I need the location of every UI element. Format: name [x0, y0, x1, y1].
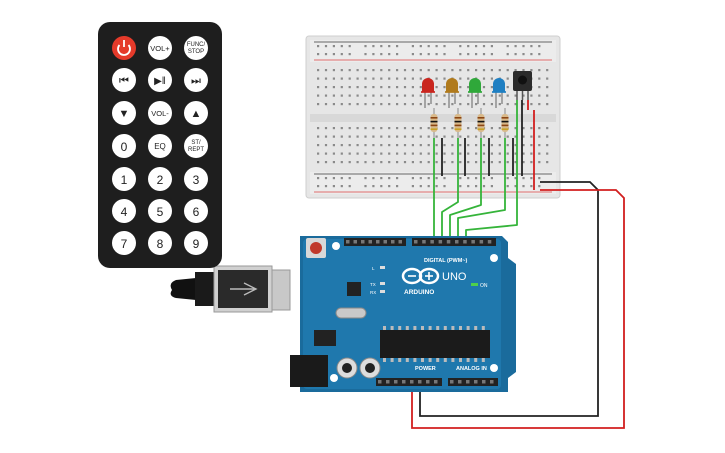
digit-7-button[interactable] [112, 231, 136, 255]
digit-6-button[interactable] [184, 199, 208, 223]
digit-7-label: 7 [121, 237, 128, 251]
led-3[interactable] [468, 78, 482, 108]
ir-remote[interactable]: VOL+ FUNC/ STOP ⏮ ▶‖ ⏭ ▼ VOL- ▲ 0 EQ ST/ [98, 22, 222, 268]
led-4[interactable] [492, 78, 506, 108]
vol-down-button[interactable] [148, 101, 172, 125]
digit-1-button[interactable] [112, 167, 136, 191]
arduino-logo [401, 267, 440, 285]
rx-label: RX [370, 290, 376, 295]
st-rept-label-2: REPT [188, 147, 204, 153]
led-2[interactable] [445, 78, 459, 108]
digit-3-button[interactable] [184, 167, 208, 191]
leds[interactable] [421, 78, 506, 108]
next-button[interactable] [184, 68, 208, 92]
st-rept-label-1: ST/ [191, 140, 201, 146]
down-button[interactable] [112, 101, 136, 125]
digit-0-label: 0 [121, 140, 128, 154]
up-button[interactable] [184, 101, 208, 125]
digit-5-button[interactable] [148, 199, 172, 223]
remote-buttons[interactable]: VOL+ FUNC/ STOP ⏮ ▶‖ ⏭ ▼ VOL- ▲ 0 EQ ST/ [112, 36, 208, 255]
header-pins [346, 240, 494, 384]
vol-down-label: VOL- [151, 109, 169, 118]
digit-9-label: 9 [193, 237, 200, 251]
resistor-2 [454, 108, 462, 140]
eq-button[interactable] [148, 134, 172, 158]
digit-3-label: 3 [193, 173, 200, 187]
func-stop-label-2: STOP [188, 49, 204, 55]
up-icon: ▲ [191, 108, 202, 120]
digit-6-label: 6 [193, 205, 200, 219]
chip-pins [383, 326, 485, 362]
play-pause-button[interactable] [148, 68, 172, 92]
power-wires[interactable] [411, 100, 625, 429]
vol-up-button[interactable] [148, 36, 172, 60]
st-rept-button[interactable] [184, 134, 208, 158]
resistor-3 [477, 108, 485, 140]
resistor-1 [430, 108, 438, 140]
func-stop-button[interactable] [184, 36, 208, 60]
digit-9-button[interactable] [184, 231, 208, 255]
eq-label: EQ [154, 142, 166, 151]
digit-2-label: 2 [157, 173, 164, 187]
on-label: ON [480, 283, 488, 289]
power-icon [117, 44, 131, 56]
arduino-uno[interactable]: ARDUINO UNO DIGITAL (PWM~) POWER ANALOG … [290, 236, 516, 392]
digit-8-button[interactable] [148, 231, 172, 255]
digital-pwm-label: DIGITAL (PWM~) [424, 258, 468, 264]
analog-in-label: ANALOG IN [456, 366, 487, 372]
digit-4-label: 4 [121, 205, 128, 219]
play-pause-icon: ▶‖ [154, 76, 166, 87]
digit-2-button[interactable] [148, 167, 172, 191]
next-icon: ⏭ [191, 75, 201, 87]
digit-0-button[interactable] [112, 134, 136, 158]
resistors [430, 108, 509, 140]
arduino-brand-label: ARDUINO [404, 289, 434, 296]
digit-1-label: 1 [121, 173, 128, 187]
usb-cable[interactable] [170, 265, 291, 313]
led-1[interactable] [421, 78, 435, 108]
func-stop-label-1: FUNC/ [187, 42, 206, 48]
vol-up-label: VOL+ [150, 44, 170, 53]
tx-label: TX [370, 282, 376, 287]
ir-receiver[interactable] [513, 71, 532, 100]
ground-wires[interactable] [419, 100, 599, 417]
digit-5-label: 5 [157, 205, 164, 219]
resistor-4 [501, 108, 509, 140]
reset-button[interactable] [310, 242, 322, 254]
power-label: POWER [415, 366, 436, 372]
microcontroller-chip [380, 330, 490, 358]
prev-button[interactable] [112, 68, 136, 92]
digit-8-label: 8 [157, 237, 164, 251]
arduino-model-label: UNO [442, 271, 467, 283]
power-button[interactable] [112, 36, 136, 60]
on-led [471, 283, 478, 286]
signal-wires[interactable] [433, 100, 518, 240]
digit-4-button[interactable] [112, 199, 136, 223]
l-label: L [372, 266, 375, 271]
down-icon: ▼ [119, 108, 130, 120]
prev-icon: ⏮ [119, 75, 129, 87]
power-jack[interactable] [290, 355, 328, 387]
